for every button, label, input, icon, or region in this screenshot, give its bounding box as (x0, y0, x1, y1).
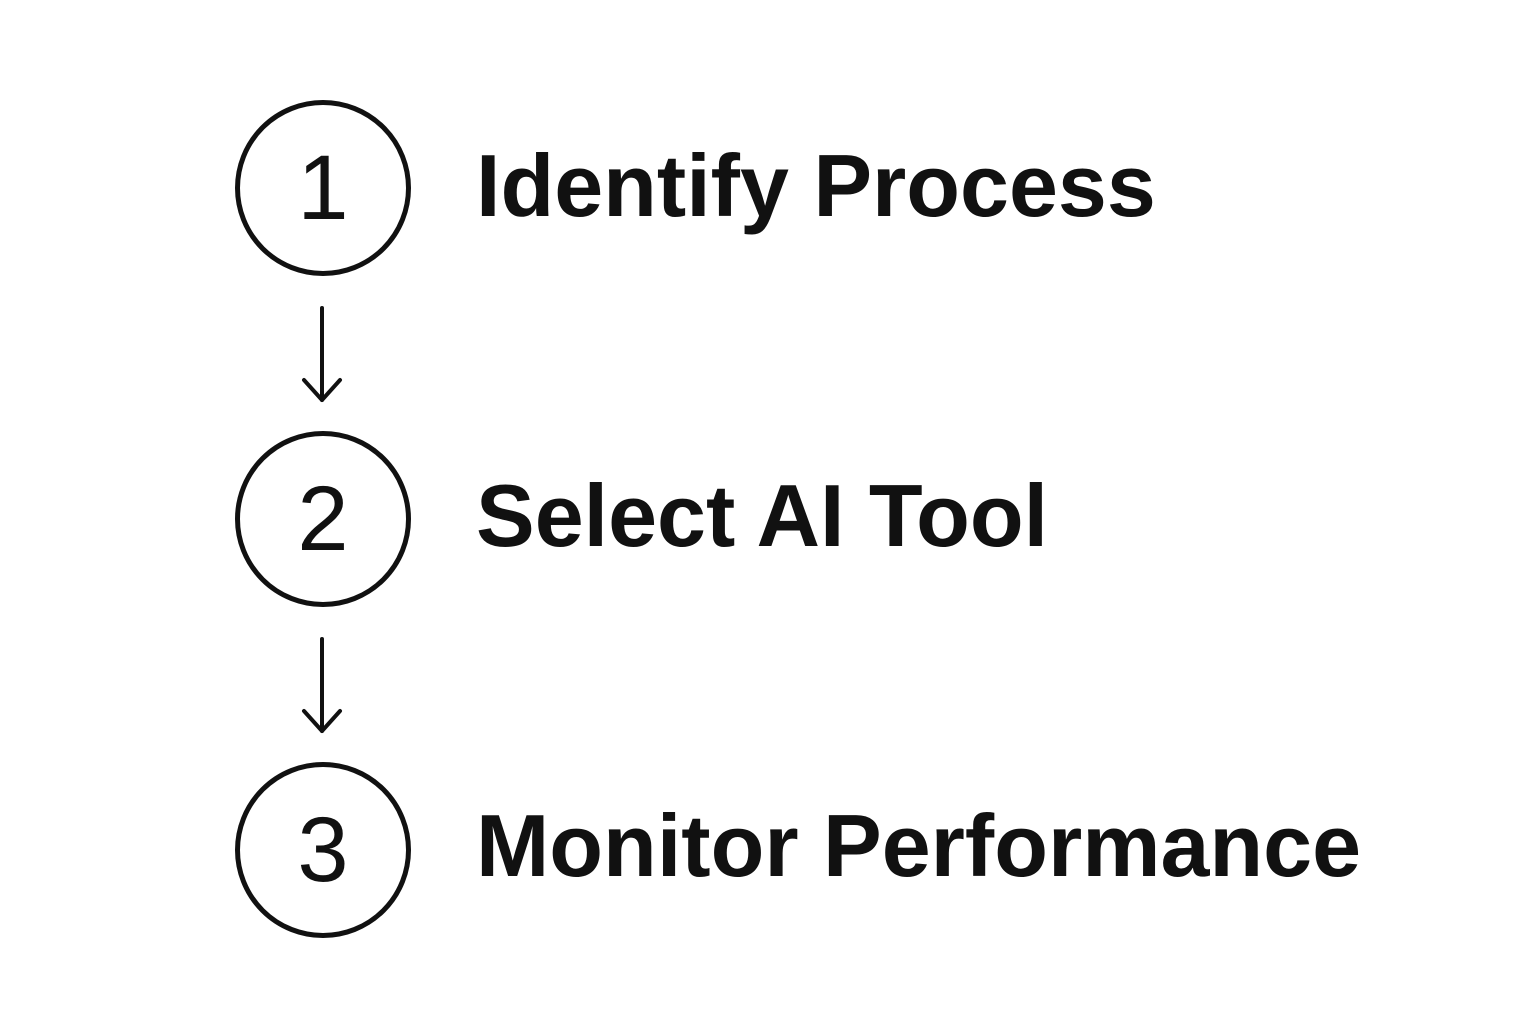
step-1-circle: 1 (235, 100, 411, 276)
step-2-circle: 2 (235, 431, 411, 607)
step-3-number: 3 (297, 799, 349, 901)
step-2-number: 2 (297, 468, 349, 570)
step-1-number: 1 (297, 137, 349, 239)
arrow-down-icon (302, 637, 342, 733)
step-1-label: Identify Process (476, 136, 1156, 235)
arrow-down-icon (302, 306, 342, 402)
step-3-label: Monitor Performance (476, 796, 1362, 895)
step-3-circle: 3 (235, 762, 411, 938)
step-2-label: Select AI Tool (476, 466, 1049, 565)
